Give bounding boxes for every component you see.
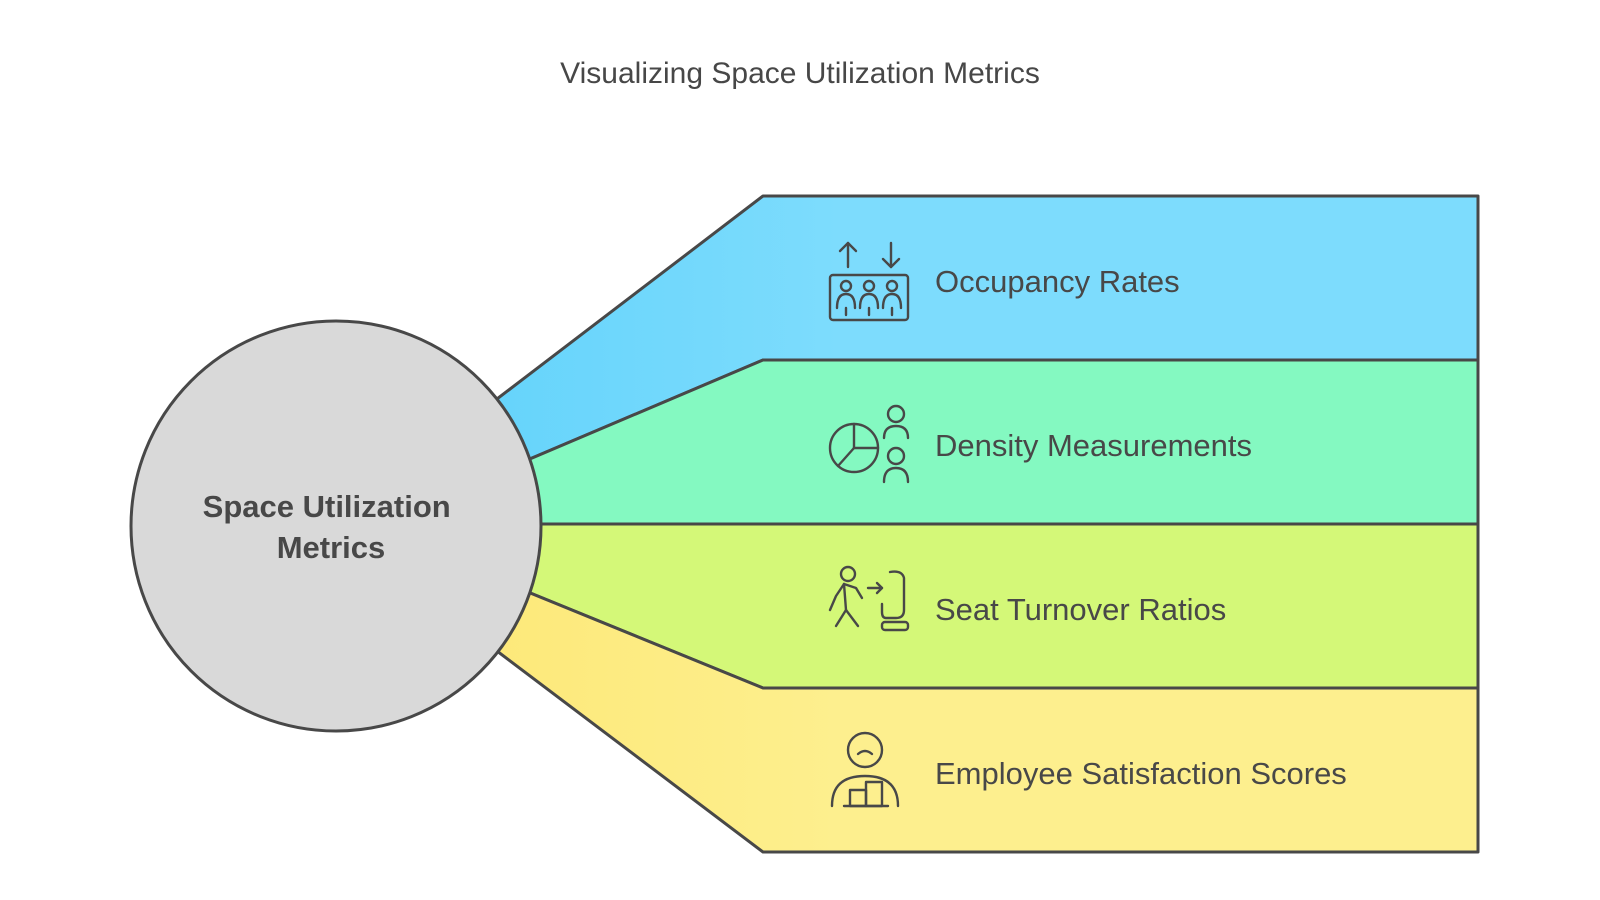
center-label-line2: Metrics bbox=[277, 530, 386, 565]
center-label: Space Utilization Metrics bbox=[203, 489, 460, 565]
person-podium-icon bbox=[830, 731, 900, 808]
elevator-people-icon bbox=[828, 241, 910, 322]
diagram-title: Visualizing Space Utilization Metrics bbox=[560, 57, 1040, 90]
metric-label-occupancy-rates: Occupancy Rates bbox=[935, 264, 1180, 299]
metric-label-employee-satisfaction-scores: Employee Satisfaction Scores bbox=[935, 756, 1347, 791]
center-label-line1: Space Utilization bbox=[203, 489, 451, 524]
center-circle bbox=[129, 319, 543, 733]
pie-chart-people-icon bbox=[828, 404, 910, 484]
person-walking-to-seat-icon bbox=[828, 565, 910, 632]
metric-label-density-measurements: Density Measurements bbox=[935, 428, 1252, 463]
metric-label-seat-turnover-ratios: Seat Turnover Ratios bbox=[935, 592, 1226, 627]
